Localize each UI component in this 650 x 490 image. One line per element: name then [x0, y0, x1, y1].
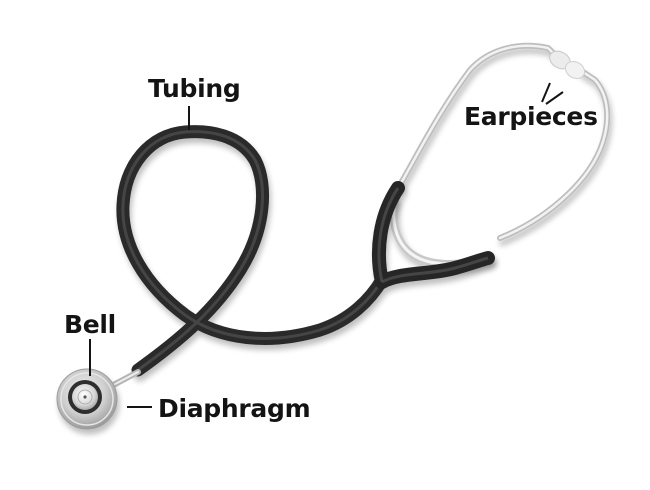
earpieces-leader-2 [545, 91, 564, 105]
label-tubing: Tubing [148, 74, 241, 103]
earpieces-leader-1 [541, 82, 551, 103]
binaural-tubes [389, 42, 611, 269]
leader-lines [89, 82, 564, 408]
label-bell: Bell [64, 310, 116, 339]
earpieces [549, 50, 586, 80]
label-earpieces: Earpieces [464, 102, 598, 131]
earpiece-right [564, 60, 586, 80]
tubing [116, 125, 495, 377]
label-diaphragm: Diaphragm [158, 394, 311, 423]
chestpiece [56, 368, 118, 430]
